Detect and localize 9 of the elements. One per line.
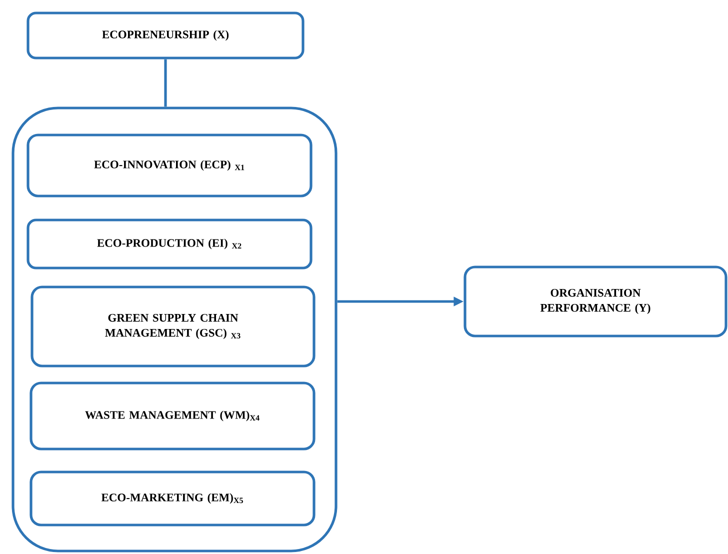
outcome-box: ORGANISATION PERFORMANCE (Y) (464, 266, 728, 338)
factor-box: ECO-INNOVATION (ECP) $_{X1}$ (26, 134, 312, 198)
connector-line (164, 59, 167, 107)
factor-box: WASTE MANAGEMENT (WM)$_{X4}$ (30, 382, 316, 450)
concept-box: ECOPRENEURSHIP (X) (26, 12, 304, 60)
group-frame (12, 106, 338, 552)
factor-box: ECO-PRODUCTION (EI) $_{X2}$ (26, 218, 312, 270)
factor-box: ECO-MARKETING (EM)$_{X5}$ (30, 470, 316, 526)
factor-box: GREEN SUPPLY CHAIN MANAGEMENT (GSC) $_{X3}$ (30, 286, 316, 368)
